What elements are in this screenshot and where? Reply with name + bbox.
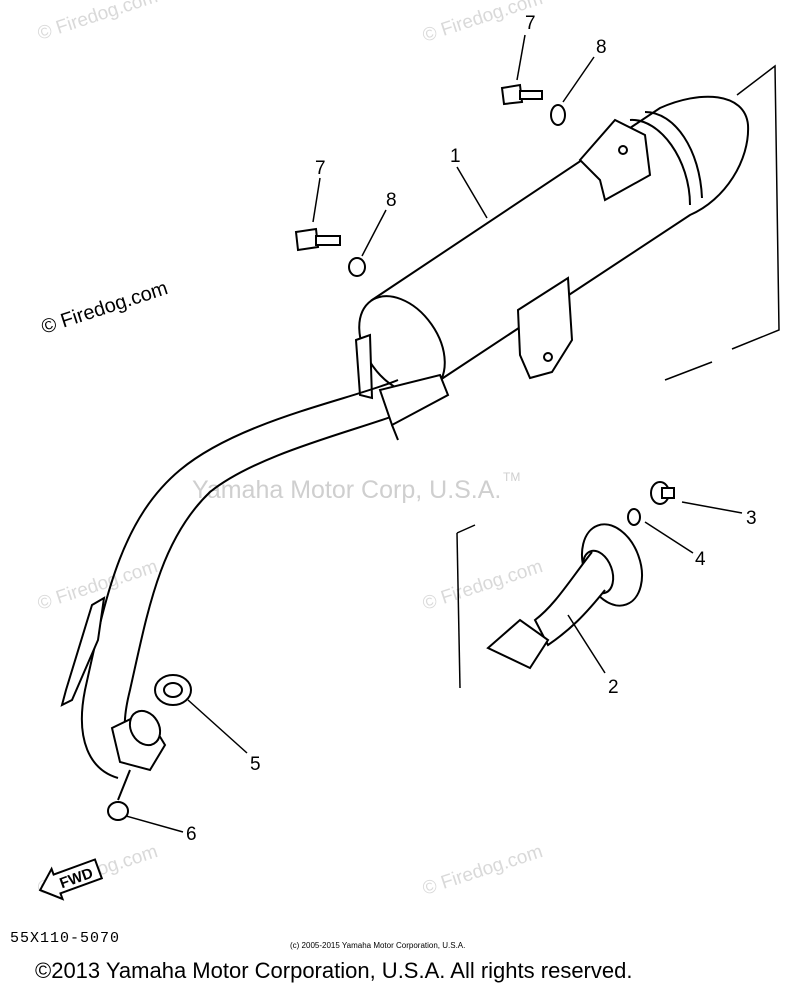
- callout-8-lower: 8: [386, 190, 397, 211]
- callout-4: 4: [695, 549, 706, 570]
- callout-3: 3: [746, 508, 757, 529]
- callout-8-upper: 8: [596, 37, 607, 58]
- spring-washer: [627, 508, 641, 526]
- leader-lines: [125, 34, 743, 833]
- copyright-footer: ©2013 Yamaha Motor Corporation, U.S.A. A…: [35, 958, 633, 983]
- muffler: [354, 95, 750, 400]
- watermark-brand: Yamaha Motor Corp, U.S.A.: [192, 476, 501, 504]
- washer-lower: [348, 257, 366, 277]
- small-copyright: (c) 2005-2015 Yamaha Motor Corporation, …: [290, 941, 466, 950]
- callout-7-lower: 7: [315, 158, 326, 179]
- callout-6: 6: [186, 824, 197, 845]
- bolt-upper: [500, 83, 543, 106]
- callout-2: 2: [608, 677, 619, 698]
- part-code: 55X110-5070: [10, 930, 121, 947]
- watermark-site: © Firedog.com: [420, 556, 545, 615]
- washer-upper: [550, 104, 566, 126]
- gasket: [154, 674, 192, 706]
- assembly-bracket: [456, 64, 780, 689]
- watermark-tm: TM: [503, 470, 520, 484]
- callout-1: 1: [450, 146, 461, 167]
- watermark-site: © Firedog.com: [35, 0, 160, 45]
- exhaust-pipe: [60, 373, 450, 779]
- callout-labels: 1 2 3 4 5 6 7 7 8 8: [186, 13, 757, 845]
- bolt-lower: [294, 227, 341, 252]
- callout-7-upper: 7: [525, 13, 536, 34]
- nut: [107, 769, 131, 821]
- spark-arrester: [486, 523, 643, 670]
- firedog-label: © Firedog.com: [39, 277, 171, 339]
- screw: [650, 481, 675, 505]
- callout-5: 5: [250, 754, 261, 775]
- watermark-site: © Firedog.com: [420, 841, 545, 900]
